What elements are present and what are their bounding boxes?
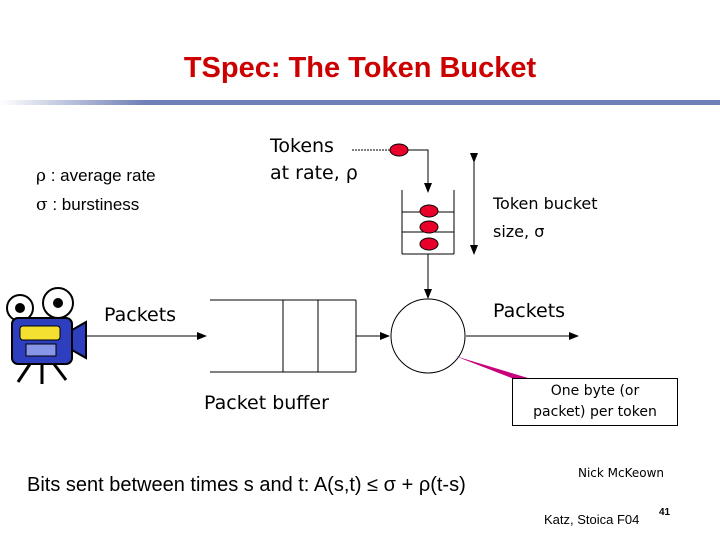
legend-sigma: σ : burstiness	[36, 195, 139, 215]
bucket-token-3	[419, 237, 439, 251]
arrival-curve-formula: Bits sent between times s and t: A(s,t) …	[27, 474, 466, 496]
packet-buffer-label: Packet buffer	[204, 392, 329, 414]
rho-description: : average rate	[50, 166, 156, 185]
tokens-label-line1: Tokens	[270, 135, 334, 157]
packets-out-label: Packets	[493, 300, 566, 322]
video-camera-icon	[6, 287, 87, 384]
legend-rho: ρ : average rate	[36, 166, 156, 186]
bucket-token-2	[419, 220, 439, 234]
packet-buffer	[210, 299, 357, 373]
rho-symbol: ρ	[36, 166, 46, 186]
sigma-symbol: σ	[36, 195, 48, 215]
bucket-size-label: Token bucket size, σ	[493, 190, 598, 246]
incoming-token	[389, 143, 409, 157]
token-callout-box: One byte (or packet) per token	[512, 378, 678, 426]
slide-title: TSpec: The Token Bucket	[183, 52, 537, 84]
tokens-rate-label: Tokens at rate, ρ	[270, 133, 358, 187]
callout-line2: packet) per token	[533, 404, 657, 420]
token-feed-arrow	[408, 149, 432, 193]
packets-in-label: Packets	[104, 304, 177, 326]
sigma-description: : burstiness	[52, 195, 140, 214]
bucket-label-line2: size, σ	[493, 222, 545, 241]
callout-line1: One byte (or	[550, 383, 640, 399]
tokens-label-line2: at rate, ρ	[270, 162, 358, 184]
callout-pointer	[455, 356, 528, 382]
title-divider	[0, 100, 720, 105]
slide-number: 41	[659, 507, 671, 518]
bucket-label-line1: Token bucket	[493, 194, 598, 213]
regulator-circle	[390, 298, 466, 374]
author-credit: Nick McKeown	[578, 466, 665, 480]
bucket-token-1	[419, 204, 439, 218]
course-footer: Katz, Stoica F04	[544, 512, 640, 527]
